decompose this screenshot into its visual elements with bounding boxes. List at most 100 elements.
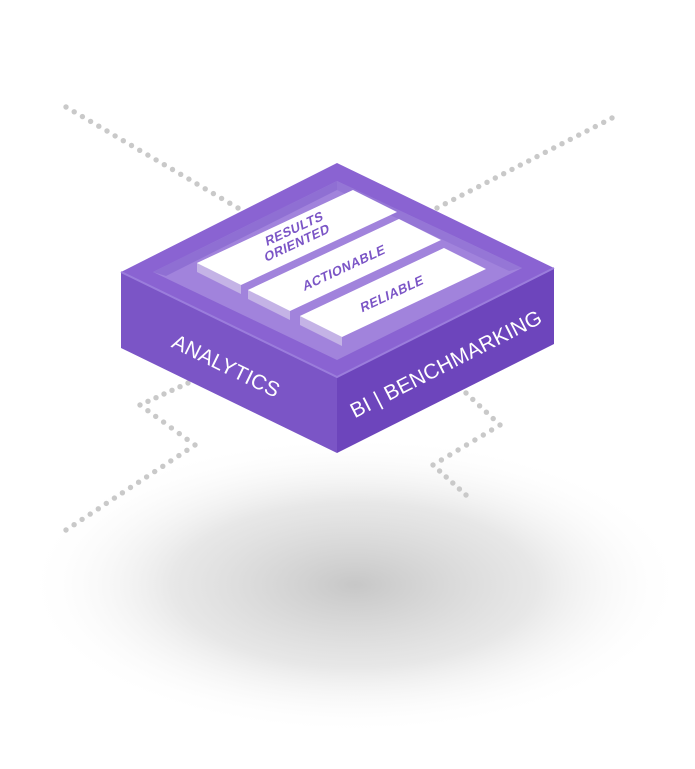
- connector-dot: [542, 149, 548, 155]
- connector-dot: [601, 119, 607, 126]
- connector-dot: [119, 490, 126, 496]
- connector-dot: [576, 132, 582, 138]
- connector-dot: [463, 442, 470, 448]
- connector-dot: [455, 447, 461, 453]
- connector-dot: [497, 422, 503, 428]
- connector-dot: [470, 396, 476, 403]
- strip-results-oriented: [197, 190, 397, 294]
- connector-dot: [463, 390, 469, 396]
- connector-dot: [447, 452, 453, 458]
- connector-dot: [128, 142, 135, 149]
- connector-dot: [526, 158, 532, 164]
- connector-dot: [501, 171, 507, 177]
- connector-dot: [63, 104, 69, 110]
- connector-dot: [450, 480, 456, 486]
- strip-reliable: [300, 248, 486, 346]
- connector-dot: [194, 181, 200, 187]
- connector-dot: [484, 179, 490, 185]
- connector-dot: [71, 522, 77, 528]
- connector-dot: [168, 425, 175, 431]
- connector-dot: [120, 138, 127, 144]
- connector-dot: [145, 398, 151, 404]
- connector-dot: [87, 511, 93, 517]
- platform-tray-wall-left: [153, 181, 337, 276]
- connector-dot: [104, 128, 110, 134]
- connector-dot: [160, 463, 166, 469]
- connector-dot: [490, 415, 496, 422]
- connector-dot: [177, 384, 183, 390]
- connector-dot: [210, 190, 217, 197]
- connector-dot: [592, 123, 598, 130]
- connector-dot: [135, 479, 142, 485]
- connector-dot: [153, 157, 159, 163]
- connector-dot: [137, 147, 143, 153]
- connector-dot: [235, 205, 241, 211]
- connector-dot: [584, 128, 590, 134]
- connector-dot: [218, 195, 225, 202]
- connector-dot: [476, 403, 483, 409]
- connector-dot: [567, 136, 573, 143]
- connector-dot: [152, 468, 158, 475]
- connector-dot: [492, 175, 498, 181]
- connector-dot: [160, 419, 167, 425]
- connector-dot: [95, 506, 102, 512]
- connector-dot: [87, 118, 94, 125]
- connector-dot: [472, 437, 478, 443]
- connector-dot: [145, 152, 151, 158]
- connector-dot: [192, 442, 198, 448]
- dotted-connector-icon: [63, 104, 615, 533]
- connector-dot: [227, 200, 233, 206]
- connector-dot: [79, 516, 85, 523]
- connector-dot: [168, 458, 174, 464]
- connector-dot: [178, 171, 184, 177]
- connector-dot: [534, 153, 540, 160]
- connector-dot: [509, 166, 515, 173]
- connector-dot: [143, 474, 150, 480]
- platform-right-face: [337, 268, 554, 453]
- connector-dot: [456, 486, 463, 492]
- connector-dot: [176, 452, 182, 459]
- connector-dot: [467, 188, 473, 194]
- connector-dot: [161, 391, 167, 397]
- platform-rim-edge: [120, 267, 555, 379]
- connector-dot: [176, 430, 182, 437]
- connector-dot: [476, 183, 482, 190]
- connector-dot: [430, 462, 436, 468]
- platform-left-face: [121, 272, 337, 453]
- connector-dot: [111, 495, 118, 501]
- connector-dot: [559, 141, 565, 147]
- connector-dot: [184, 436, 190, 442]
- connector-dot: [459, 192, 465, 198]
- connector-dot: [71, 109, 77, 115]
- connector-dot: [161, 162, 167, 168]
- connector-dot: [480, 432, 486, 438]
- connector-dot: [63, 527, 69, 533]
- connector-dot: [153, 413, 159, 420]
- connector-dot: [137, 402, 143, 408]
- ground-shadow: [25, 435, 685, 735]
- connector-dot: [169, 387, 175, 393]
- connector-dot: [186, 176, 192, 182]
- connector-dot: [443, 474, 449, 480]
- platform-tray-wall-right: [337, 181, 522, 271]
- connector-dot: [463, 492, 469, 498]
- connector-dot: [451, 196, 457, 203]
- connector-dot: [153, 395, 159, 401]
- connector-dot: [609, 115, 615, 121]
- connector-dot: [551, 145, 557, 151]
- connector-dot: [96, 123, 102, 129]
- connector-dot: [436, 468, 443, 474]
- connector-dot: [169, 166, 176, 173]
- connector-dot: [184, 447, 190, 453]
- platform-block: RESULTS ORIENTED ACTIONABLE RELIABLE ANA…: [120, 163, 555, 453]
- connector-dot: [483, 409, 490, 415]
- connector-dot: [438, 457, 445, 463]
- connector-dot: [112, 133, 118, 139]
- connector-dot: [517, 162, 523, 168]
- connector-dot: [442, 201, 448, 207]
- connector-dot: [79, 113, 86, 120]
- connector-dot: [127, 484, 134, 491]
- connector-dot: [145, 408, 151, 414]
- connector-dot: [202, 186, 208, 192]
